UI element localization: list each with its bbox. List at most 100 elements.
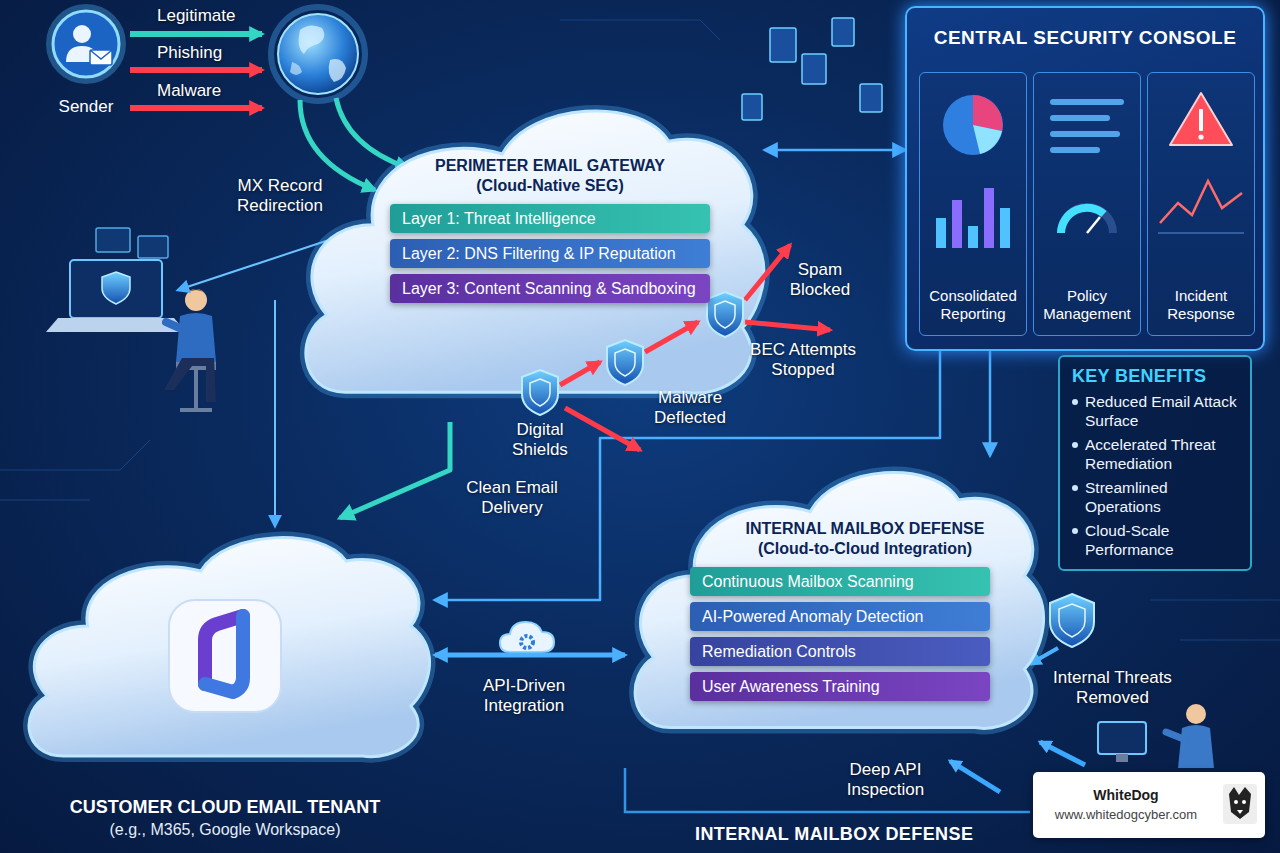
bullet-dot [1072,442,1078,448]
annotation-label-holder: MX Record Redirection [232,176,328,216]
sender-arrows [130,34,262,108]
watermark-badge-outline-part [1242,800,1246,804]
gateway-cloud-outline-part [707,292,743,337]
admin-laptop-part [166,322,184,330]
admin-laptop-part [96,228,130,252]
bullet-text: Accelerated Threat Remediation [1085,435,1240,473]
analyst-figure-part [1098,722,1146,754]
annotation-label: Malware Deflected [645,388,735,428]
circuit-lines-part [1180,640,1280,641]
edge-label: Clean Email Delivery [462,478,562,518]
globe [271,7,365,101]
console-tile-outline-part [1170,93,1232,145]
node-title: WhiteDog [1093,787,1158,804]
node-text: www.whitedogcyber.com [1055,807,1197,823]
admin-laptop-part [164,358,216,402]
floating-documents-part [860,84,882,112]
bullet-row: Streamlined Operations [1072,478,1240,516]
node-title: CENTRAL SECURITY CONSOLE [907,26,1263,49]
gateway-cloud: PERIMETER EMAIL GATEWAY (Cloud-Native SE… [295,92,765,422]
tenant-cloud-outline-part [29,538,429,757]
tenant-cloud: CUSTOMER CLOUD EMAIL TENANT(e.g., M365, … [15,518,435,848]
node-title: CUSTOMER CLOUD EMAIL TENANT [70,796,380,818]
annotation-label-holder: BEC Attempts Stopped [748,340,858,380]
gateway-cloud-outline-part [615,349,635,376]
node-title: Continuous Mailbox Scanning [702,572,978,591]
annotation-label-holder: Digital Shields [500,420,580,460]
console-panel: CENTRAL SECURITY CONSOLEConsolidated Rep… [905,6,1265,351]
console-tile-outline-part [1050,99,1124,105]
floating-documents-part [770,28,796,62]
annotation-label: Digital Shields [500,420,580,460]
console-tile-outline-part [984,188,994,248]
feedback-loop-line [625,768,1030,812]
gateway-cloud-outline-part [565,408,640,450]
api-gear-icon-part [500,622,554,652]
annotation-label: Malware [157,81,221,101]
console-tile-outline-part [1000,208,1010,248]
layer-band: Layer 2: DNS Filtering & IP Reputation [390,239,710,268]
console-tile-outline-part [1061,207,1113,233]
gateway-cloud-outline-part [745,245,790,300]
annotation-label: MX Record Redirection [232,176,328,216]
gateway-cloud-outline-part [530,379,550,406]
gateway-cloud-outline-part [522,370,558,415]
inspection-arrows-part [1040,742,1085,765]
benefits-box: KEY BENEFITSReduced Email Attack Surface… [1058,355,1252,571]
sender-arrows-part [130,67,262,73]
console-tile-outline-part [952,200,962,248]
gateway-cloud-outline-part [607,340,643,385]
watermark-badge-outline [1033,772,1265,838]
edge-label: API-Driven Integration [468,676,580,716]
node-title: Remediation Controls [702,642,978,661]
node-title: Policy Management [1034,287,1140,323]
bullet-text: Cloud-Scale Performance [1085,521,1240,559]
watermark-badge-outline-part [1223,784,1257,824]
annotation-label: INTERNAL MAILBOX DEFENSE [695,823,973,845]
circuit-lines-part [0,500,90,501]
node-title: INTERNAL MAILBOX DEFENSE (Cloud-to-Cloud… [720,519,1010,559]
gateway-cloud-outline-part [715,301,735,328]
watermark-badge-outline-part [1234,800,1238,804]
admin-laptop-part [46,318,186,332]
console-tile-outline-part [1199,109,1203,131]
layer-band: Layer 1: Threat Intelligence [390,204,710,233]
tenant-cloud-outline-part [169,600,281,712]
globe-part [329,59,346,82]
globe-part [290,62,302,75]
analyst-figure [1098,704,1214,768]
annotation-label: Deep API Inspection [838,760,933,800]
annotation-label-holder: Phishing [157,43,222,63]
connector [435,653,625,658]
bullet-row: Accelerated Threat Remediation [1072,435,1240,473]
console-tile-outline-part [1087,217,1100,233]
console-tile: Incident Response [1147,72,1255,336]
internal-cloud: INTERNAL MAILBOX DEFENSE (Cloud-to-Cloud… [625,455,1045,755]
console-tile-outline-part [1160,181,1242,223]
gateway-cloud-outline-part [745,322,830,330]
defense-band: AI-Powered Anomaly Detection [690,602,990,631]
annotation-label: Legitimate [157,6,235,26]
watermark-badge-outline-part [1229,787,1251,819]
defense-band: Remediation Controls [690,637,990,666]
edge-label-holder: Clean Email Delivery [462,478,562,518]
node-title: AI-Powered Anomaly Detection [702,607,978,626]
admin-laptop-part [176,313,216,362]
console-tile-outline-part [936,218,946,248]
bullet-text: Streamlined Operations [1085,478,1240,516]
watermark-badge-outline-part [1237,810,1243,814]
annotation-label: BEC Attempts Stopped [748,340,858,380]
bullet-dot [1072,528,1078,534]
analyst-figure-part [1166,732,1186,740]
console-tile: Policy Management [1033,72,1141,336]
globe-part [278,14,358,94]
internal-cloud-outline-part [635,473,1043,729]
bullet-dot [1072,399,1078,405]
floating-documents [742,18,882,120]
mx-redirect-arrows-part [336,98,408,168]
circuit-lines [0,20,1280,640]
annotation-label-holder: Internal Threats Removed [1050,668,1175,708]
node-title: PERIMETER EMAIL GATEWAY (Cloud-Native SE… [405,156,695,196]
node-title: KEY BENEFITS [1072,365,1240,387]
